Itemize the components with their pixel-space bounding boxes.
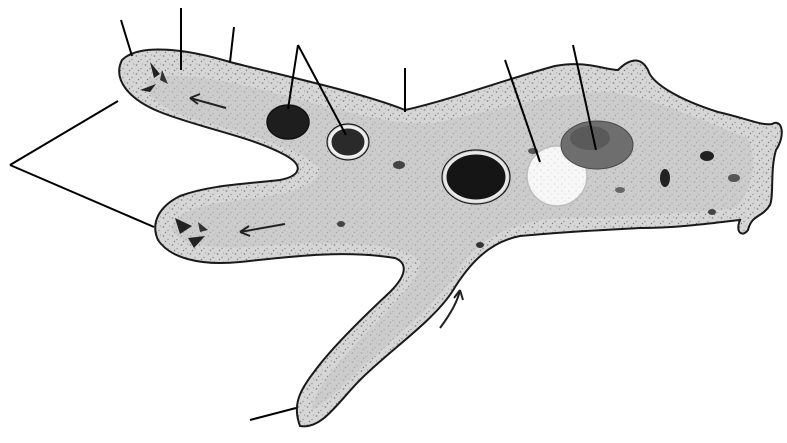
granule <box>615 187 625 193</box>
granule <box>393 161 405 169</box>
granule <box>660 169 670 187</box>
leader-line-pseudopodia-lower <box>10 165 154 227</box>
leader-line-plasma-membrane <box>230 27 234 62</box>
leader-line-lower-pseudopod <box>250 408 296 420</box>
leader-line-pseudopodia-upper <box>10 101 118 165</box>
granule <box>700 151 714 161</box>
granule <box>337 221 345 227</box>
granule <box>708 209 716 215</box>
granule <box>728 174 740 182</box>
food-vacuole-2 <box>330 127 366 157</box>
food-vacuole-1 <box>267 105 309 139</box>
nucleus-inner <box>570 126 610 150</box>
food-vacuole-3 <box>445 153 507 201</box>
endoplasm-region <box>147 76 753 410</box>
leader-line-ectoplasm <box>121 20 132 56</box>
granule <box>476 242 484 248</box>
